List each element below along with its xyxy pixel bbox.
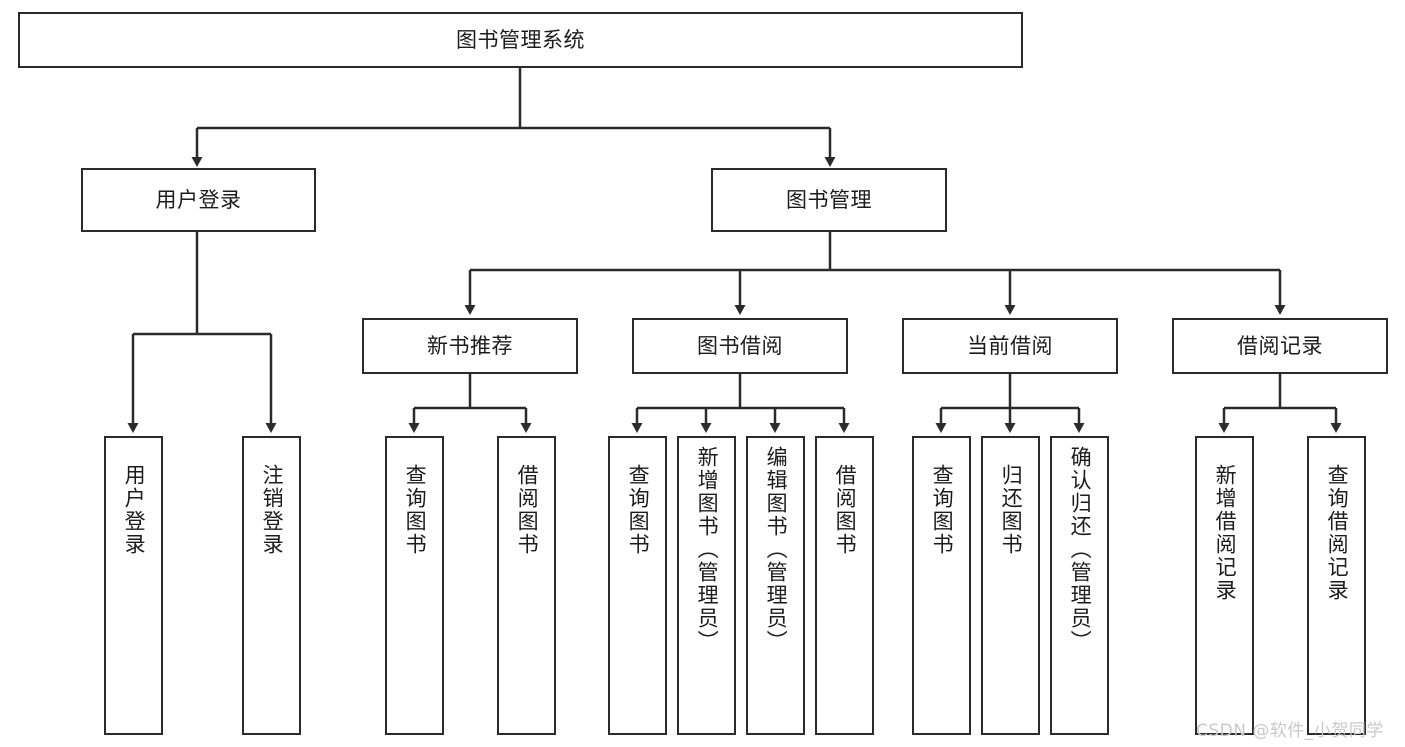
leaf-book-borrow-query[interactable]: 查询图书 [608, 436, 667, 735]
node-user-login[interactable]: 用户登录 [81, 168, 316, 232]
node-label: 注销登录 [260, 464, 285, 556]
node-label: 归还图书 [999, 464, 1024, 556]
leaf-user-login-login[interactable]: 用户登录 [104, 436, 163, 735]
node-label: 借阅图书 [515, 464, 540, 556]
leaf-new-book-borrow[interactable]: 借阅图书 [497, 436, 556, 735]
node-book-management[interactable]: 图书管理 [711, 168, 947, 232]
node-label: 图书管理系统 [456, 27, 585, 52]
node-label: 借阅图书 [833, 464, 858, 556]
node-label: 用户登录 [122, 464, 147, 556]
node-label: 编辑图书（管理员） [764, 446, 789, 653]
node-current-borrow[interactable]: 当前借阅 [902, 318, 1118, 374]
node-label: 新增借阅记录 [1213, 464, 1238, 602]
leaf-borrow-record-add[interactable]: 新增借阅记录 [1195, 436, 1254, 735]
node-book-borrow[interactable]: 图书借阅 [632, 318, 848, 374]
leaf-book-borrow-borrow[interactable]: 借阅图书 [815, 436, 874, 735]
leaf-current-borrow-return[interactable]: 归还图书 [981, 436, 1040, 735]
leaf-book-borrow-edit[interactable]: 编辑图书（管理员） [746, 436, 805, 735]
node-root-system[interactable]: 图书管理系统 [18, 12, 1023, 68]
node-label: 查询借阅记录 [1325, 464, 1350, 602]
node-label: 新书推荐 [427, 333, 513, 358]
node-label: 当前借阅 [967, 333, 1053, 358]
leaf-current-borrow-confirm-return[interactable]: 确认归还（管理员） [1050, 436, 1109, 735]
node-label: 借阅记录 [1237, 333, 1323, 358]
leaf-user-login-logout[interactable]: 注销登录 [242, 436, 301, 735]
node-label: 图书管理 [786, 187, 872, 212]
node-label: 确认归还（管理员） [1068, 446, 1093, 653]
leaf-current-borrow-query[interactable]: 查询图书 [912, 436, 971, 735]
node-label: 查询图书 [403, 464, 428, 556]
leaf-new-book-query[interactable]: 查询图书 [385, 436, 444, 735]
node-label: 查询图书 [626, 464, 651, 556]
node-label: 新增图书（管理员） [695, 446, 720, 653]
node-new-book-recommend[interactable]: 新书推荐 [362, 318, 578, 374]
node-label: 图书借阅 [697, 333, 783, 358]
leaf-borrow-record-query[interactable]: 查询借阅记录 [1307, 436, 1366, 735]
watermark: CSDN @软件_小贺同学 [1196, 721, 1384, 741]
leaf-book-borrow-add[interactable]: 新增图书（管理员） [677, 436, 736, 735]
node-borrow-record[interactable]: 借阅记录 [1172, 318, 1388, 374]
node-label: 用户登录 [155, 187, 242, 212]
node-label: 查询图书 [930, 464, 955, 556]
